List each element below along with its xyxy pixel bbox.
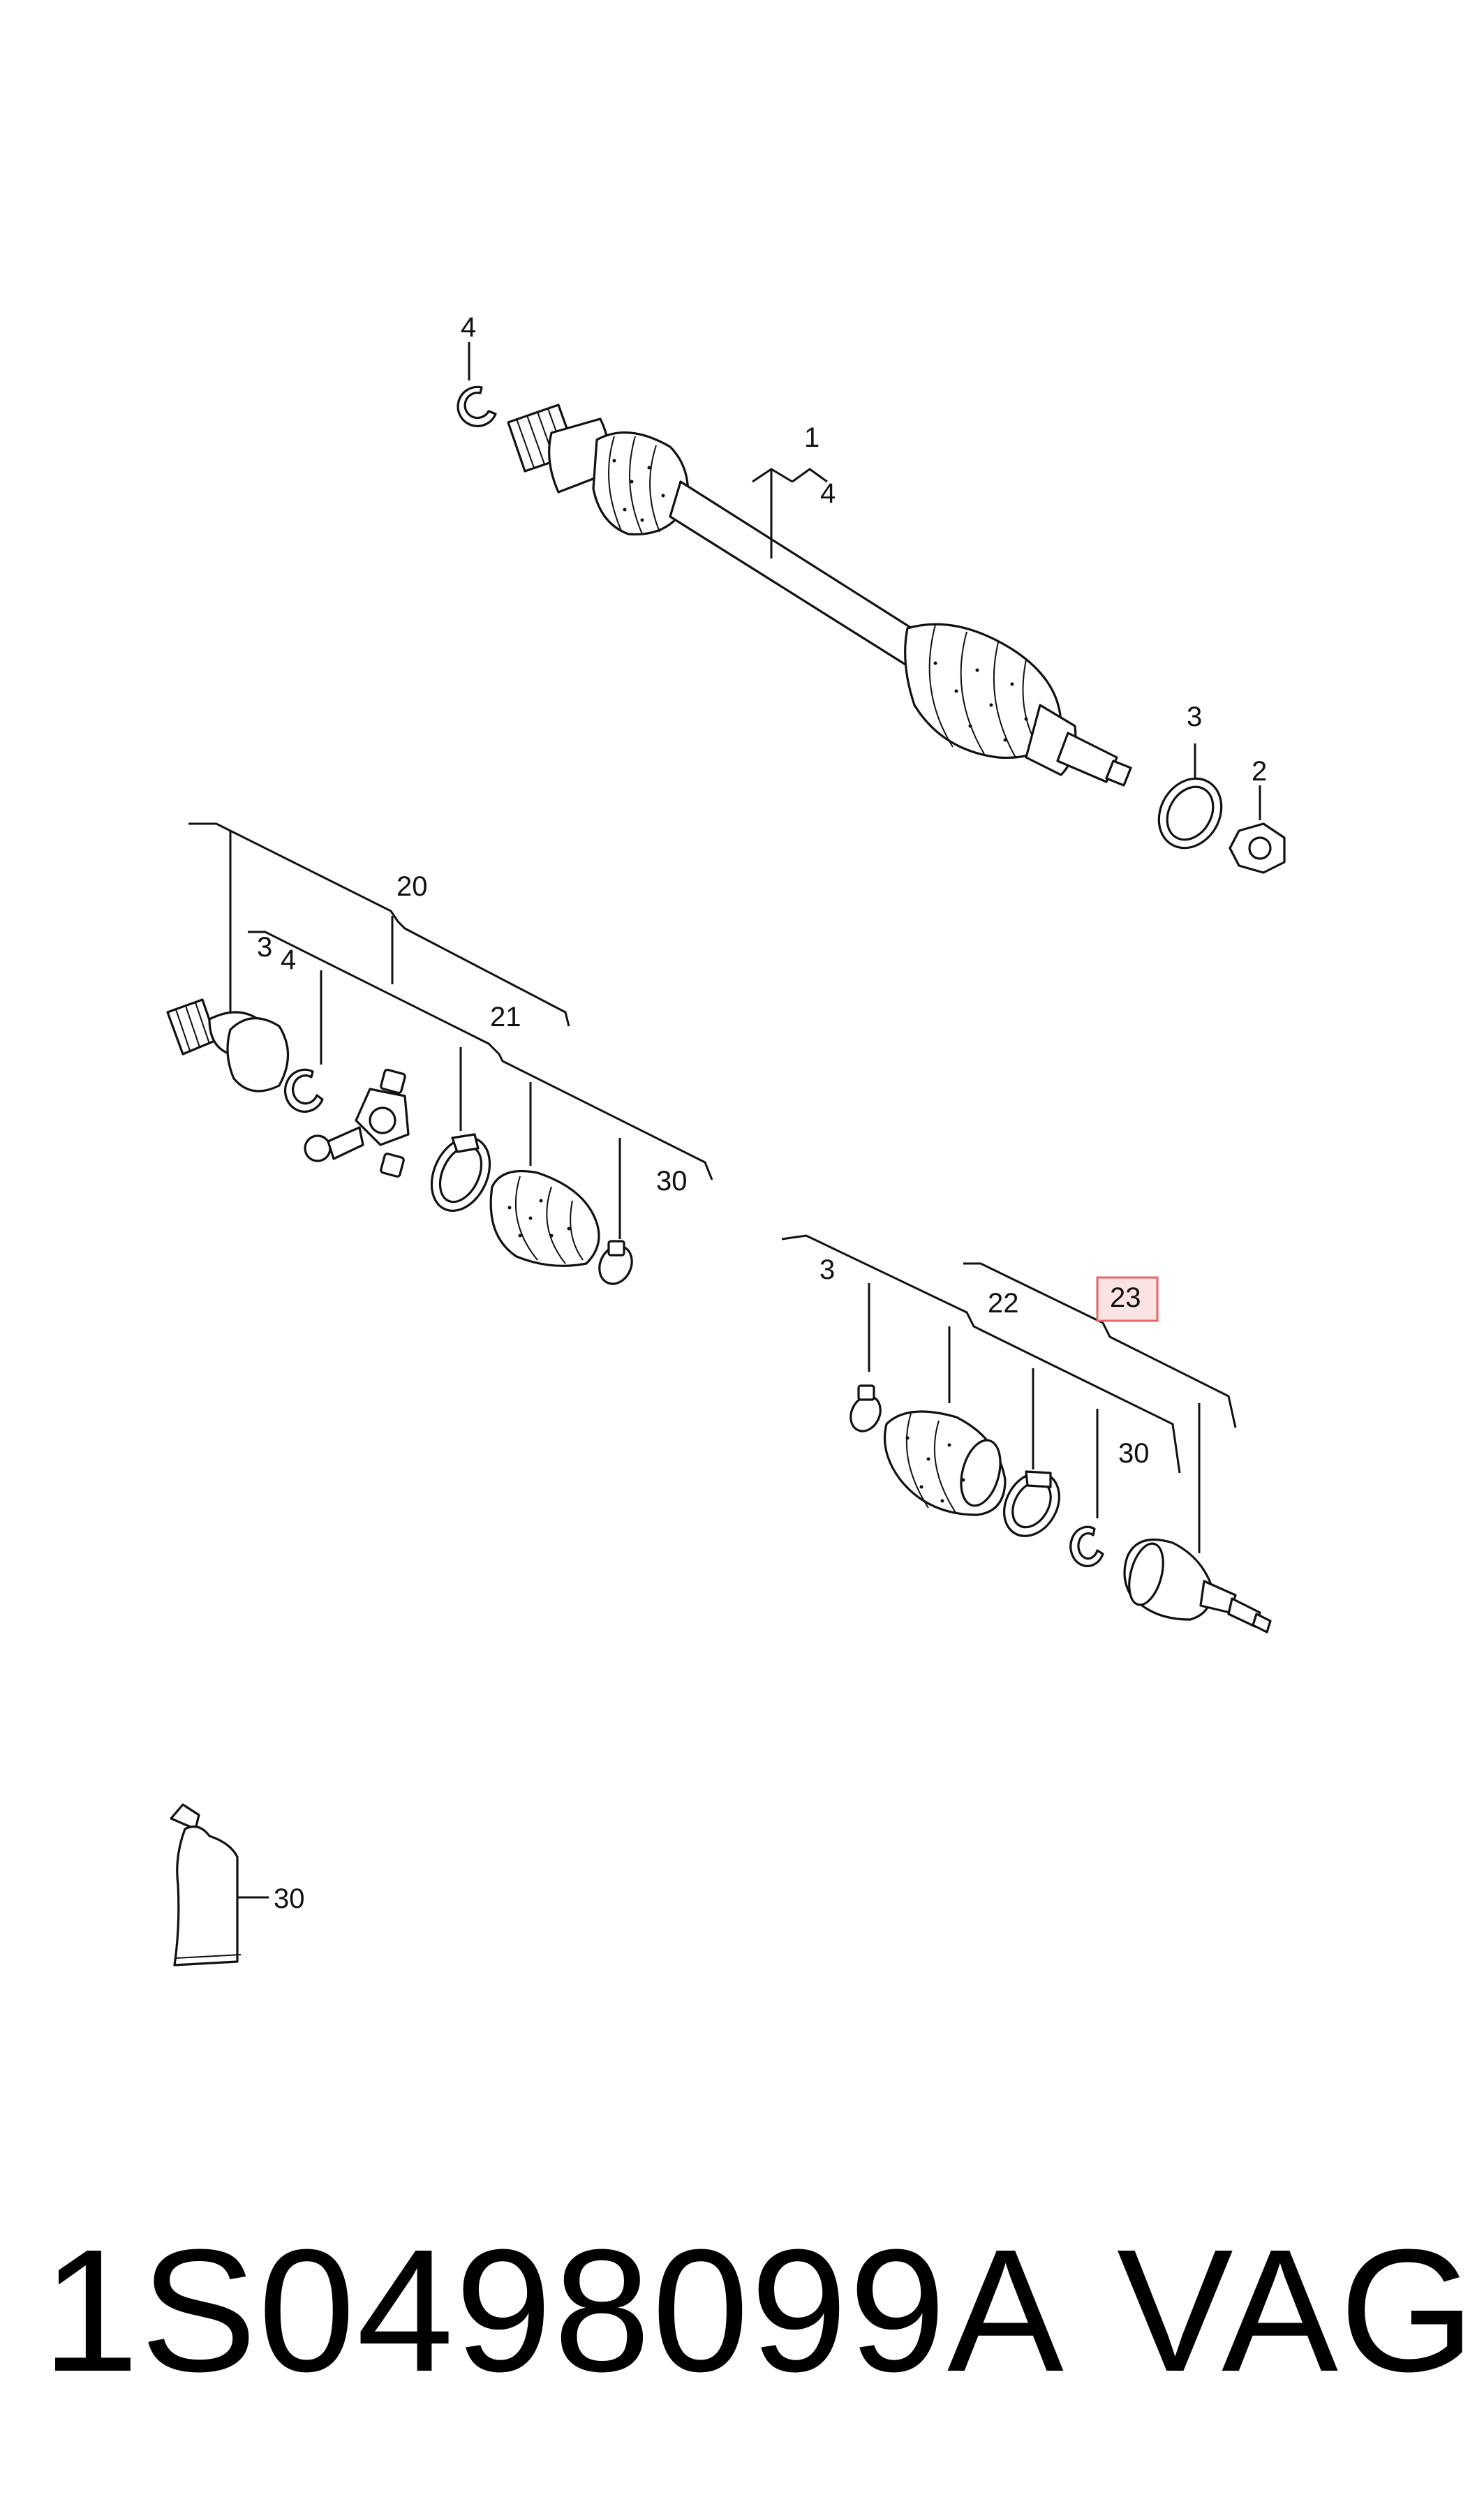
callout-3-lower: 3	[819, 1254, 835, 1285]
highlight-box	[1096, 1276, 1159, 1322]
sealing-ring-part	[1157, 777, 1223, 850]
callout-22: 22	[988, 1288, 1019, 1319]
circlip-part	[1069, 1525, 1104, 1567]
callout-30-left: 30	[656, 1166, 688, 1197]
clamp-band-part	[1003, 1470, 1060, 1537]
boot-texture	[612, 459, 1028, 742]
drive-shaft-assembly	[457, 342, 1286, 874]
small-clamp-part	[849, 1384, 882, 1432]
joint-boot-part	[884, 1410, 1007, 1516]
clamp-band-part	[430, 1133, 491, 1212]
callout-21: 21	[490, 1002, 521, 1032]
callout-23: 23	[1110, 1282, 1141, 1313]
inner-boot	[592, 431, 690, 536]
callout-4-top: 4	[461, 312, 476, 343]
outer-spline-stub	[1056, 732, 1132, 787]
callout-2: 2	[1252, 756, 1267, 787]
part-number-footer: 1S0498099A VAG	[28, 2213, 1475, 2408]
outer-joint-kit	[781, 1234, 1272, 1634]
callout-3-left: 3	[257, 932, 272, 963]
circlip-part	[283, 1068, 324, 1113]
callout-30-tube: 30	[274, 1883, 305, 1914]
shaft-bar	[669, 480, 930, 672]
grease-tube-part	[170, 1803, 269, 1967]
callout-4-bracket: 4	[820, 478, 836, 509]
callout-1: 1	[804, 422, 819, 453]
callout-3-right: 3	[1187, 702, 1202, 732]
inner-joint-kit	[166, 822, 713, 1285]
tripod-spider-part	[304, 1068, 410, 1178]
small-clamp-part	[598, 1240, 633, 1285]
outer-joint-part	[1123, 1538, 1272, 1634]
callout-30-lower: 30	[1118, 1438, 1150, 1469]
brand-name: VAG	[1117, 2213, 1477, 2408]
callout-20: 20	[396, 871, 428, 902]
tulip-stub-part	[166, 998, 290, 1093]
joint-boot-part	[489, 1169, 600, 1267]
part-number-code: 1S0498099A	[42, 2213, 1065, 2408]
collar-nut-part	[1229, 822, 1286, 874]
circlip-part	[457, 385, 497, 427]
callout-4-left: 4	[281, 945, 296, 975]
